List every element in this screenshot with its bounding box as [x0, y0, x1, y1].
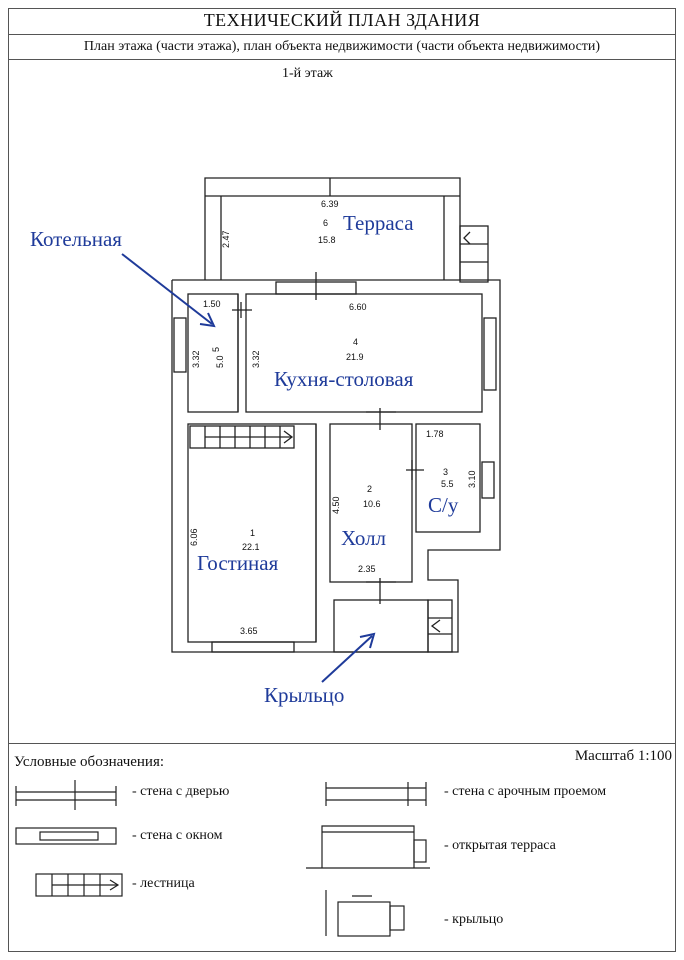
boiler-arrow-head [199, 312, 216, 328]
terrace-outline [204, 177, 461, 280]
bath-room [415, 423, 481, 533]
boiler-number: 5 [211, 347, 221, 352]
window-mark [481, 461, 495, 499]
kitchen-label: Кухня-столовая [274, 367, 414, 391]
living-depth: 6.06 [189, 528, 199, 546]
legend-porch-label: - крыльцо [444, 912, 504, 927]
living-number: 1 [250, 528, 255, 538]
legend-stairs-symbol [35, 873, 123, 897]
boiler-depth: 3.32 [191, 350, 201, 368]
porch-stairs [427, 599, 453, 653]
bath-depth: 3.10 [467, 470, 477, 488]
boiler-arrow [121, 253, 213, 325]
hall-label: Холл [341, 526, 386, 550]
kitchen-area: 21.9 [346, 352, 364, 362]
living-area: 22.1 [242, 542, 260, 552]
boiler-area: 5.0 [215, 355, 225, 368]
hall-number: 2 [367, 484, 372, 494]
terrace-area: 15.8 [318, 235, 336, 245]
stairs [189, 425, 295, 449]
boiler-label: Котельная [30, 227, 122, 251]
terrace-stairs [459, 225, 489, 283]
outer-wall [171, 279, 501, 653]
kitchen-number: 4 [353, 337, 358, 347]
hall-depth: 4.50 [331, 496, 341, 514]
legend-window-label: - стена с окном [132, 828, 223, 843]
hall-width: 2.35 [358, 564, 376, 574]
legend-porch-symbol [337, 901, 391, 937]
living-label: Гостиная [197, 551, 279, 575]
legend-title: Условные обозначения: [14, 754, 165, 770]
window-mark [211, 641, 295, 653]
terrace-number: 6 [323, 218, 328, 228]
living-width: 3.65 [240, 626, 258, 636]
bath-label: С/у [428, 493, 459, 517]
kitchen-room [245, 293, 483, 413]
kitchen-depth: 3.32 [251, 350, 261, 368]
page-subtitle: План этажа (части этажа), план объекта н… [8, 34, 676, 60]
terrace-label: Терраса [343, 211, 414, 235]
page-title: ТЕХНИЧЕСКИЙ ПЛАН ЗДАНИЯ [203, 10, 481, 30]
terrace-depth: 2.47 [221, 230, 231, 248]
legend-door-label: - стена с дверью [132, 784, 230, 799]
boiler-width: 1.50 [203, 299, 221, 309]
legend-terrace-label: - открытая терраса [444, 838, 556, 853]
legend-arch-label: - стена с арочным проемом [444, 784, 607, 799]
legend-divider [8, 743, 676, 744]
legend-stairs-label: - лестница [132, 876, 195, 891]
sheet-frame [8, 8, 676, 952]
bath-width: 1.78 [426, 429, 444, 439]
porch [333, 599, 429, 653]
hall-area: 10.6 [363, 499, 381, 509]
porch-label: Крыльцо [264, 683, 344, 707]
window-mark [483, 317, 497, 391]
kitchen-width: 6.60 [349, 302, 367, 312]
legend-window-symbol [15, 827, 117, 845]
floor-label: 1-й этаж [282, 66, 333, 81]
bath-number: 3 [443, 467, 448, 477]
bath-area: 5.5 [441, 479, 454, 489]
scale-label: Масштаб 1:100 [574, 748, 672, 764]
porch-arrow [321, 635, 373, 683]
window-mark [173, 317, 187, 373]
terrace-width: 6.39 [321, 199, 339, 209]
porch-arrow-head [359, 632, 376, 649]
